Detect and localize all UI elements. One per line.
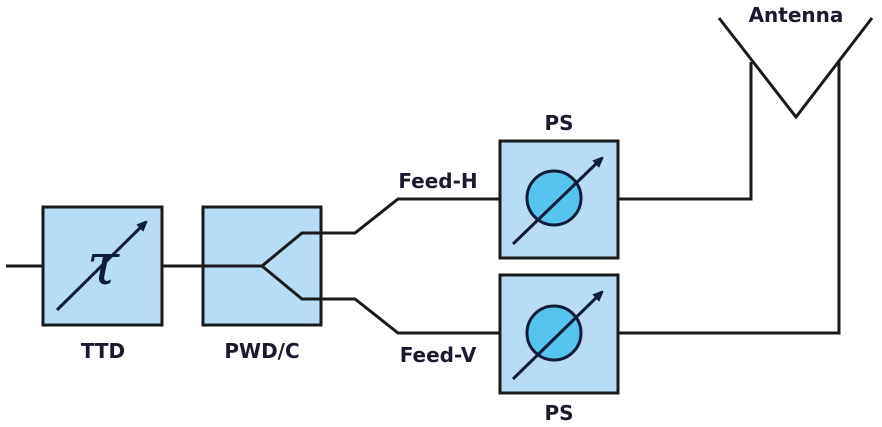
pwd-label: PWD/C [224, 339, 299, 363]
ps-top-to-antenna-wire [618, 62, 753, 201]
ps-bottom-adjust-arrow-icon [511, 294, 600, 381]
ps-bottom-to-antenna-wire [618, 62, 841, 335]
feed-v-label: Feed-V [400, 343, 477, 367]
ps-bottom-label: PS [544, 401, 573, 425]
feed-h-label: Feed-H [398, 169, 477, 193]
ps-bottom-phase-icon [525, 304, 583, 362]
ttd-label: TTD [81, 339, 125, 363]
ps-top-phase-icon [525, 169, 583, 227]
ps-top-adjust-arrow-icon [511, 160, 600, 246]
antenna-label: Antenna [749, 3, 844, 27]
antenna-icon [717, 17, 874, 120]
pwd-inner-wire [203, 231, 321, 301]
ttd-adjust-arrow-icon [55, 224, 144, 312]
ps-top-label: PS [544, 111, 573, 135]
